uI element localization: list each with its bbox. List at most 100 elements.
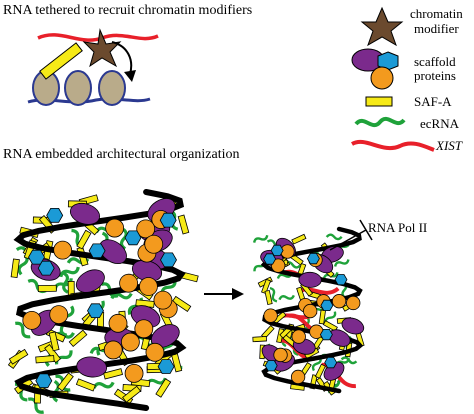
scaffold-protein-orange [291,329,306,344]
scaffold-protein-blue [324,356,338,369]
scaffold-protein-orange [124,364,144,383]
scaffold-protein-blue [334,274,348,286]
inhibition-bar [359,219,373,241]
ecrna-fragment [269,286,278,303]
chromatin-fiber [13,189,187,411]
xist-rna-strand-top [37,33,159,42]
saf-a-protein [291,233,307,245]
scaffold-protein-blue [37,260,55,276]
rna-pol-ii-label: RNA Pol II [368,220,427,235]
scaffold-protein-purple [69,202,101,225]
saf-a-protein [155,378,172,398]
recruit-arrow [111,41,133,75]
legend-scaffold-label-2: proteins [414,68,456,83]
scaffold-protein-purple [99,239,127,265]
saf-a-protein [35,355,55,364]
saf-a-protein [37,284,57,293]
ecrna-fragment [15,321,31,339]
legend-modifier-icon [360,6,404,47]
legend-saf-a-icon [365,96,393,107]
legend-ecrna-label: ecRNA [420,116,460,131]
ecrna-fragment [59,266,80,278]
recruit-arrow-head [124,70,136,82]
legend-modifier-label-2: modifier [414,21,459,36]
scaffold-protein-orange [120,332,140,352]
scaffold-protein-orange [139,277,158,296]
saf-a-protein [68,329,88,348]
scaffold-protein-orange [271,258,286,273]
scaffold-protein-blue [88,243,106,259]
scaffold-protein-orange [144,234,164,254]
legend-saf-a-label: SAF-A [414,94,452,109]
saf-a-tether [39,42,83,80]
scaffold-protein-blue [264,360,278,372]
saf-a-protein [314,363,326,379]
saf-a-protein [122,385,142,403]
scaffold-protein-orange [53,240,73,260]
scaffold-protein-purple [75,269,105,293]
scaffold-protein-blue [160,252,177,268]
ecrna-fragment [278,294,295,301]
scaffold-protein-orange [105,218,125,238]
scaffold-protein-orange [263,308,278,323]
top-panel-title: RNA tethered to recruit chromatin modifi… [3,3,252,18]
open-chromatin-domain [7,189,199,414]
tethered-rna-illustration [27,28,159,106]
saf-a-protein [75,378,96,392]
scaffold-protein-orange [346,295,361,311]
legend-xist-label: XIST [435,138,463,153]
scaffold-protein-purple [76,356,108,378]
legend-scaffold-label-1: scaffold [414,54,456,69]
saf-a-protein [8,348,29,365]
scaffold-protein-orange [153,290,173,310]
saf-a-protein [264,289,273,306]
saf-a-protein [48,331,60,352]
saf-a-protein [171,295,192,312]
legend: chromatin modifier scaffold proteins SAF… [351,6,463,153]
ecrna-fragment [340,356,358,365]
scaffold-protein-purple [298,271,322,288]
scaffold-protein-orange [136,219,156,239]
compact-chromatin-domain [252,226,365,396]
nucleosome [64,70,92,106]
scaffold-protein-purple [150,324,180,348]
ecrna-fragment [325,233,343,241]
scaffold-protein-blue [306,252,320,265]
scaffold-protein-orange [134,319,154,339]
scaffold-protein-blue [157,359,175,374]
scaffold-protein-orange [119,273,139,293]
scaffold-protein-orange [290,369,306,385]
saf-a-protein [103,368,123,380]
scaffold-protein-orange [103,340,123,360]
scaffold-protein-orange [22,310,42,330]
saf-a-protein [76,229,92,250]
saf-a-protein [44,344,62,364]
saf-a-protein [56,372,74,392]
saf-a-protein [252,336,267,343]
nucleosome [98,70,126,106]
scaffold-protein-blue [320,299,334,312]
saf-a-protein [261,278,272,295]
legend-scaffold-orange [370,66,394,90]
scaffold-protein-orange [49,305,69,325]
saf-a-protein [10,258,20,279]
scaffold-protein-orange [108,313,128,333]
transition-arrow [204,288,244,300]
scaffold-protein-blue [87,303,104,319]
scaffold-protein-blue [124,230,142,246]
scaffold-protein-orange [303,303,318,319]
ecrna-fragment [27,397,44,414]
saf-a-protein [322,320,338,332]
legend-modifier-label-1: chromatin [410,6,463,21]
ecrna-fragment [62,271,70,294]
scaffold-protein-purple [341,317,365,335]
inhibition-line [329,229,367,251]
scaffold-protein-orange [145,342,165,362]
ecrna-fragment [252,234,269,243]
legend-ecrna-icon [354,116,406,128]
bottom-panel-title: RNA embedded architectural organization [3,147,240,162]
scaffold-protein-blue [35,373,53,389]
scaffold-protein-blue [46,207,64,223]
scaffold-protein-orange [331,294,347,309]
